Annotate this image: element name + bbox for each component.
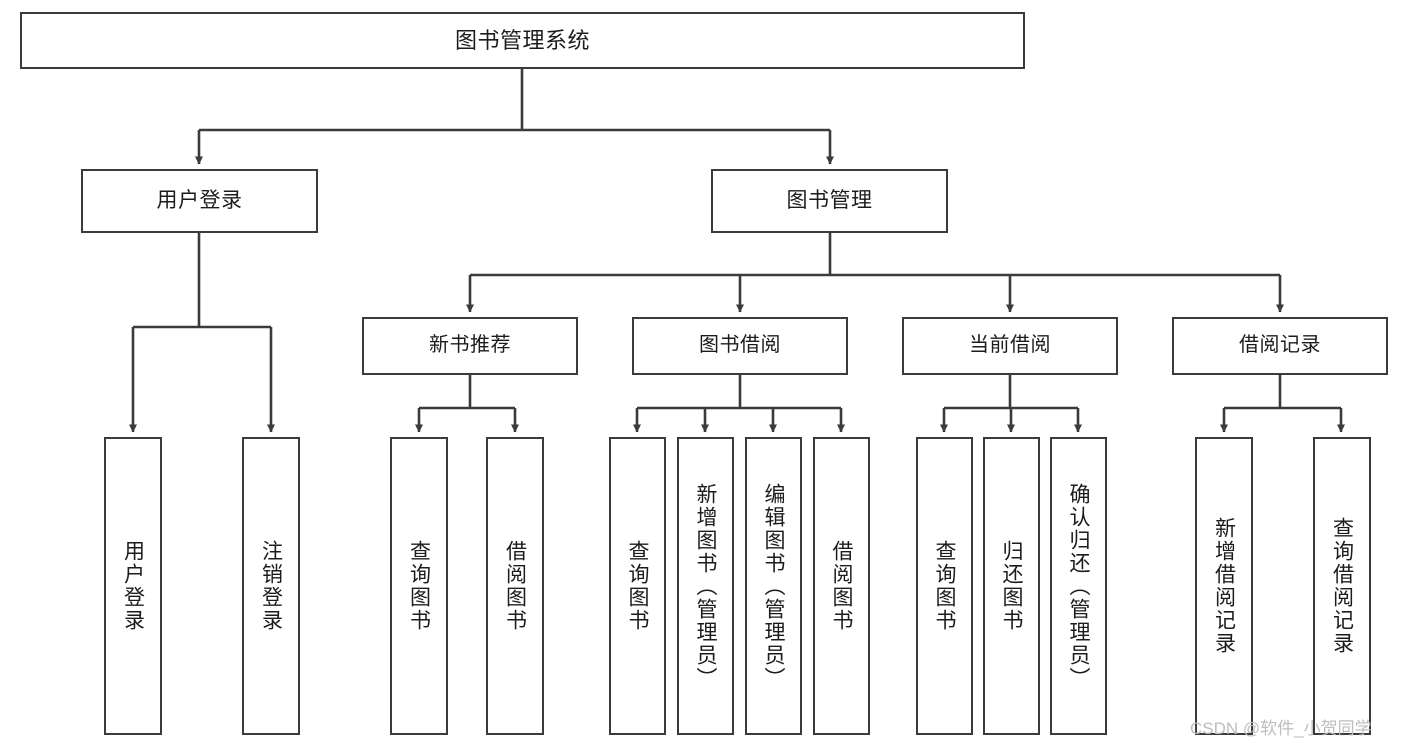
- leaf-book-borrow-query[interactable]: 查询图书: [609, 437, 666, 735]
- leaf-book-borrow-add-admin[interactable]: 新增图书（管理员）: [677, 437, 734, 735]
- node-label: 归还图书: [1000, 540, 1023, 632]
- node-label: 图书管理: [786, 188, 873, 212]
- node-book-borrow[interactable]: 图书借阅: [632, 317, 848, 375]
- node-label: 新书推荐: [429, 334, 511, 357]
- node-label: 新增借阅记录: [1212, 517, 1236, 655]
- node-label: 注销登录: [259, 540, 283, 632]
- node-current-borrow[interactable]: 当前借阅: [902, 317, 1118, 375]
- leaf-user-login-signin[interactable]: 用户登录: [104, 437, 162, 735]
- node-label: 当前借阅: [969, 334, 1051, 357]
- leaf-borrow-record-query[interactable]: 查询借阅记录: [1313, 437, 1371, 735]
- node-root-book-management-system[interactable]: 图书管理系统: [20, 12, 1025, 69]
- node-label: 借阅图书: [503, 540, 527, 632]
- node-label: 查询图书: [933, 540, 956, 632]
- leaf-current-borrow-confirm-return-admin[interactable]: 确认归还（管理员）: [1050, 437, 1107, 735]
- node-borrow-record[interactable]: 借阅记录: [1172, 317, 1388, 375]
- leaf-current-borrow-return[interactable]: 归还图书: [983, 437, 1040, 735]
- node-user-login[interactable]: 用户登录: [81, 169, 318, 233]
- node-label: 查询图书: [407, 540, 431, 632]
- leaf-book-borrow-borrow[interactable]: 借阅图书: [813, 437, 870, 735]
- node-label: 图书借阅: [699, 334, 781, 357]
- node-label: 编辑图书（管理员）: [762, 482, 785, 690]
- leaf-book-borrow-edit-admin[interactable]: 编辑图书（管理员）: [745, 437, 802, 735]
- leaf-current-borrow-query[interactable]: 查询图书: [916, 437, 973, 735]
- node-label: 用户登录: [121, 540, 145, 632]
- leaf-new-book-query[interactable]: 查询图书: [390, 437, 448, 735]
- node-new-book-recommend[interactable]: 新书推荐: [362, 317, 578, 375]
- node-label: 借阅记录: [1239, 334, 1321, 357]
- node-book-management[interactable]: 图书管理: [711, 169, 948, 233]
- node-label: 借阅图书: [830, 540, 853, 632]
- node-label: 查询借阅记录: [1330, 517, 1354, 655]
- leaf-borrow-record-add[interactable]: 新增借阅记录: [1195, 437, 1253, 735]
- node-label: 新增图书（管理员）: [694, 482, 717, 690]
- node-label: 用户登录: [156, 188, 243, 212]
- node-label: 图书管理系统: [454, 27, 590, 53]
- node-label: 查询图书: [626, 540, 649, 632]
- node-label: 确认归还（管理员）: [1067, 482, 1090, 690]
- leaf-new-book-borrow[interactable]: 借阅图书: [486, 437, 544, 735]
- leaf-user-login-signout[interactable]: 注销登录: [242, 437, 300, 735]
